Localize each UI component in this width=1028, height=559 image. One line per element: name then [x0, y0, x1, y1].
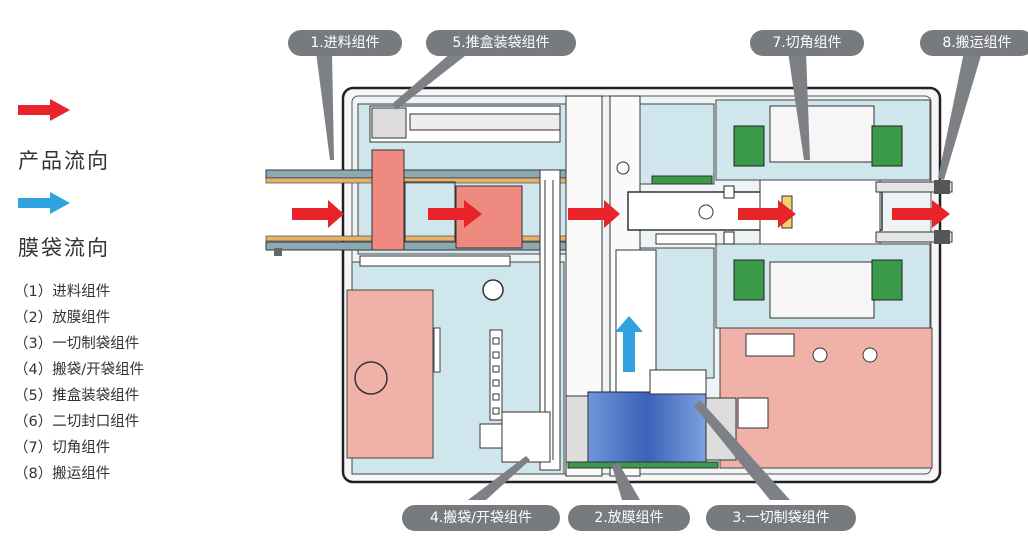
- product-flow-legend-arrow: [18, 99, 70, 121]
- callout-corner-cut: 7.切角组件: [750, 30, 864, 56]
- callout-first-cut-bag-making: 3.一切制袋组件: [706, 505, 856, 531]
- corner-cut-modules: [723, 125, 903, 301]
- square-column: [489, 329, 503, 421]
- legend-item: （2）放膜组件: [14, 310, 111, 326]
- callout-transport: 8.搬运组件: [920, 30, 1028, 56]
- legend-item: （5）推盒装袋组件: [14, 388, 140, 404]
- legend-item: （6）二切封口组件: [14, 414, 140, 430]
- callout-film-unwind: 2.放膜组件: [568, 505, 690, 531]
- left-round-window: [354, 361, 388, 395]
- film-roll: [587, 391, 707, 463]
- film-flow-arrow: [615, 316, 643, 372]
- output-shafts: [875, 180, 953, 244]
- callout-infeed: 1.进料组件: [288, 30, 402, 56]
- middle-blue-panel: [639, 103, 715, 185]
- callout-push-box-bagging: 5.推盒装袋组件: [426, 30, 576, 56]
- film-flow-legend-arrow: [18, 192, 70, 214]
- film-flow-label: 膜袋流向: [18, 236, 110, 260]
- component-legend-list: （1）进料组件 （2）放膜组件 （3）一切制袋组件 （4）搬袋/开袋组件 （5）…: [14, 279, 144, 487]
- product-flow-arrows: [292, 200, 950, 228]
- callout-pointers: [316, 52, 982, 500]
- callout-bag-transfer-open: 4.搬袋/开袋组件: [402, 505, 560, 531]
- product-flow-label: 产品流向: [18, 149, 110, 173]
- legend-item: （3）一切制袋组件: [14, 336, 140, 352]
- legend-item: （1）进料组件: [14, 284, 111, 300]
- left-pink-panel: [346, 289, 434, 459]
- legend-item: （8）搬运组件: [14, 466, 111, 482]
- legend-item: （4）搬袋/开袋组件: [14, 362, 145, 378]
- legend-item: （7）切角组件: [14, 440, 111, 456]
- infeed-red-block: [371, 149, 405, 251]
- infeed-conveyor: [265, 169, 567, 256]
